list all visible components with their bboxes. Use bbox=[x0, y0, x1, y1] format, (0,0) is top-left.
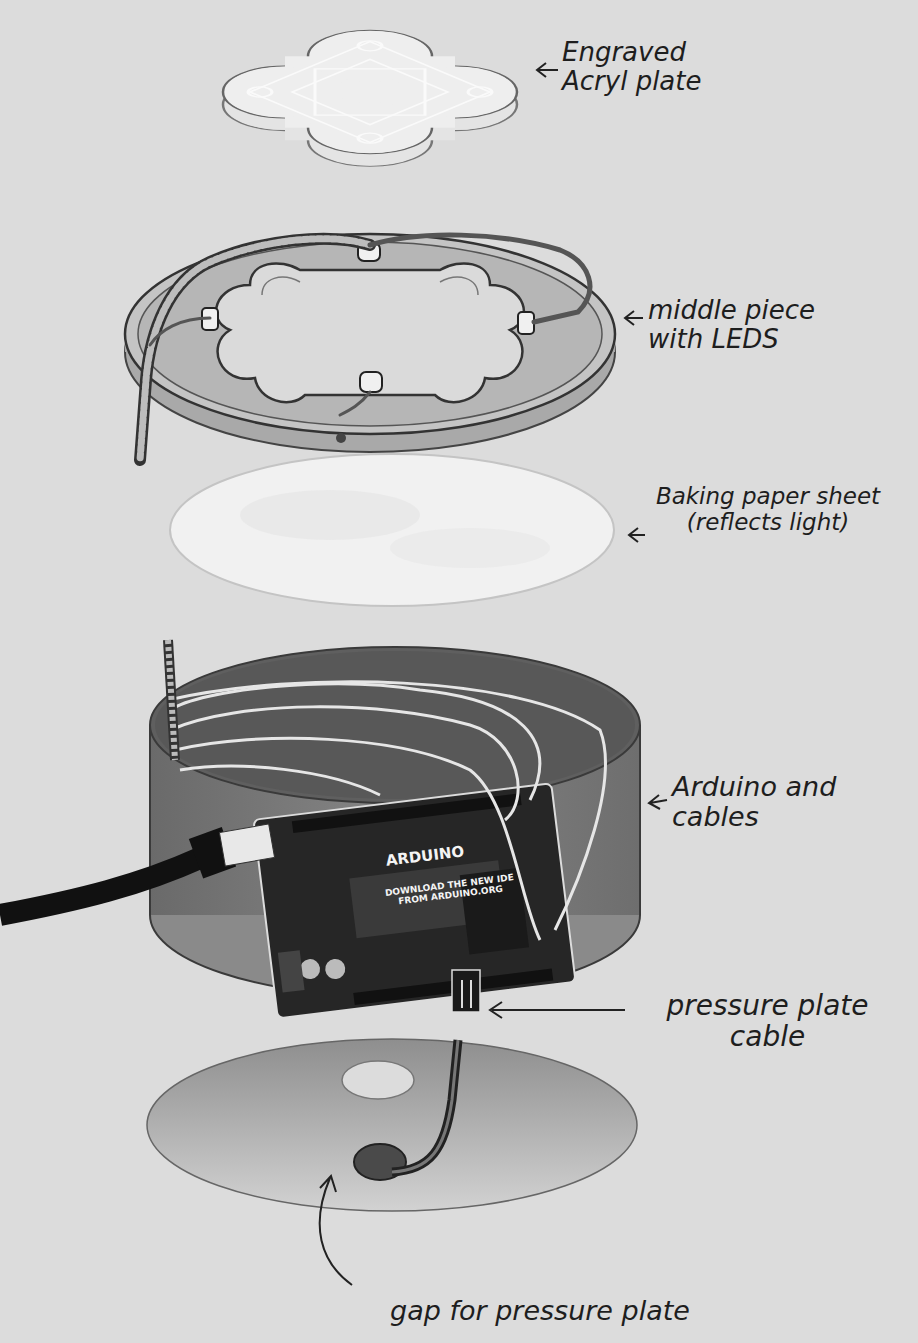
led-wiring bbox=[140, 239, 370, 460]
pressure-plate-connector bbox=[452, 970, 480, 1012]
part-label: Baking paper sheet (reflects light) bbox=[648, 484, 888, 536]
part-label: middle piece with LEDS bbox=[648, 296, 878, 354]
jumper-wires bbox=[168, 682, 605, 940]
acrylic-plate bbox=[250, 42, 490, 143]
usb-cable bbox=[219, 824, 274, 866]
acrylic-plate bbox=[292, 59, 448, 124]
leader-arrow bbox=[320, 1176, 352, 1285]
pressure-plate-connector bbox=[461, 980, 463, 1008]
led-wiring bbox=[140, 239, 370, 460]
usb-cable bbox=[0, 858, 200, 915]
acrylic-plate bbox=[248, 41, 492, 143]
pressure-plate-connector bbox=[470, 980, 472, 1008]
arduino-board bbox=[278, 950, 305, 992]
base-disc bbox=[342, 1061, 414, 1099]
baking-paper bbox=[170, 454, 614, 606]
cable-bundle bbox=[168, 640, 175, 760]
board-print: ARDUINO bbox=[359, 840, 490, 873]
led-wiring bbox=[370, 235, 590, 322]
cable-bundle bbox=[168, 640, 175, 760]
arduino-board bbox=[292, 793, 522, 833]
acrylic-plate bbox=[248, 87, 272, 97]
cable-bundle bbox=[168, 640, 175, 760]
part-label: Engraved Acryl plate bbox=[562, 38, 742, 96]
board-print: DOWNLOAD THE NEW IDE FROM ARDUINO.ORG bbox=[384, 872, 515, 908]
part-label: pressure plate cable bbox=[630, 990, 905, 1053]
baking-paper bbox=[390, 528, 550, 568]
acrylic-plate bbox=[310, 31, 430, 81]
middle-ring bbox=[262, 277, 478, 295]
housing-cylinder bbox=[639, 725, 641, 915]
part-label: gap for pressure plate bbox=[300, 1296, 780, 1326]
baking-paper bbox=[170, 454, 614, 606]
middle-ring bbox=[216, 263, 524, 402]
usb-cable bbox=[0, 824, 275, 915]
acrylic-plate bbox=[310, 103, 430, 153]
jumper-wires bbox=[168, 682, 605, 930]
jumper-wires bbox=[175, 738, 540, 940]
base-disc bbox=[392, 1040, 458, 1172]
base-disc bbox=[147, 1039, 637, 1211]
base-disc bbox=[147, 1039, 637, 1211]
leader-arrow bbox=[537, 63, 558, 77]
led-wiring bbox=[150, 318, 210, 345]
housing-cylinder bbox=[155, 651, 635, 799]
acrylic-plate bbox=[395, 67, 515, 117]
base-disc bbox=[392, 1040, 458, 1172]
acrylic-plate bbox=[358, 133, 382, 143]
jumper-wires bbox=[180, 766, 380, 795]
led bbox=[202, 243, 534, 392]
led bbox=[360, 372, 382, 392]
acrylic-plate bbox=[468, 87, 492, 97]
leader-arrow bbox=[649, 795, 667, 809]
acrylic-plate bbox=[225, 67, 345, 117]
acrylic-plate bbox=[358, 41, 382, 51]
led bbox=[518, 312, 534, 334]
arduino-board bbox=[324, 958, 346, 980]
housing-cylinder bbox=[150, 647, 640, 803]
led-wiring bbox=[140, 235, 590, 460]
pressure-plate-connector bbox=[452, 970, 480, 1012]
part-label: Arduino and cables bbox=[672, 772, 872, 832]
leader-arrow bbox=[625, 311, 643, 325]
leader-arrow bbox=[629, 528, 645, 542]
acrylic-plate bbox=[223, 30, 517, 166]
marker-dot bbox=[336, 433, 346, 443]
led-wiring bbox=[340, 392, 370, 415]
leader-arrow bbox=[490, 1002, 625, 1018]
jumper-wires bbox=[170, 707, 518, 820]
baking-paper bbox=[240, 490, 420, 540]
